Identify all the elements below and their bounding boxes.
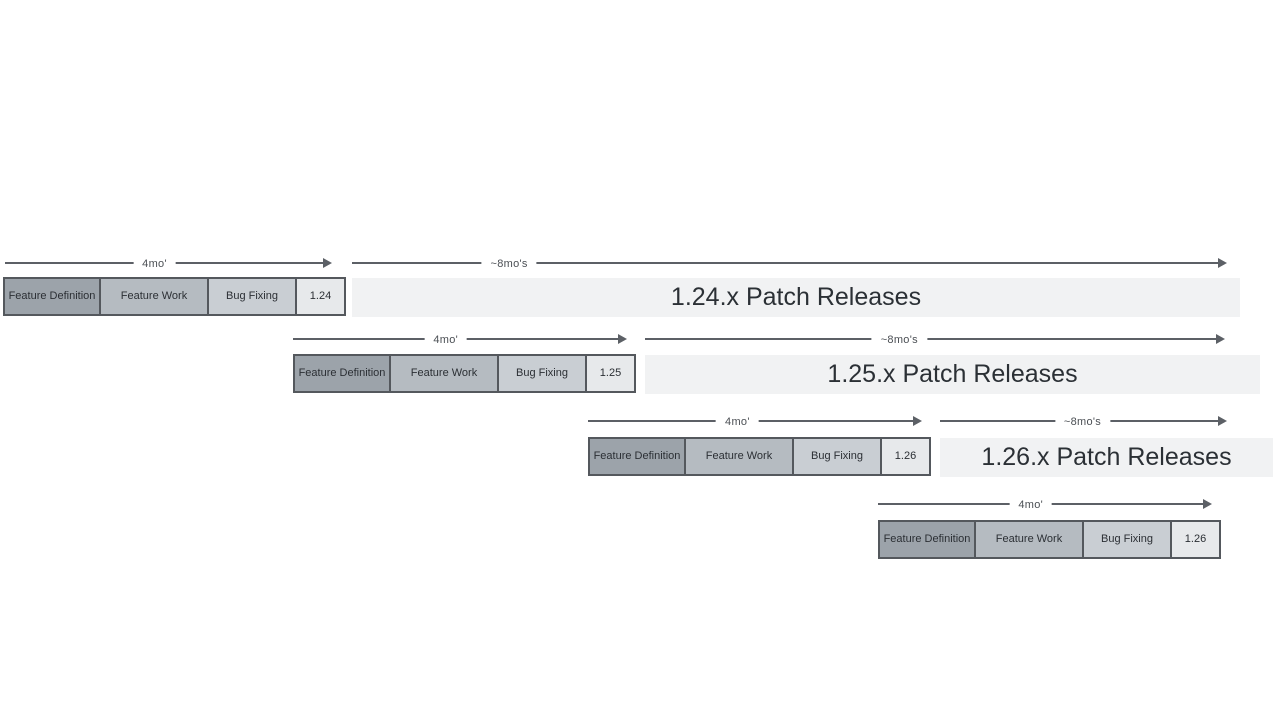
arrow-head-icon bbox=[1218, 416, 1227, 426]
arrow-head-icon bbox=[913, 416, 922, 426]
phase-feature-definition: Feature Definition bbox=[293, 354, 391, 393]
patch-releases-label: 1.25.x Patch Releases bbox=[827, 360, 1078, 388]
phase-feature-work: Feature Work bbox=[684, 437, 794, 476]
duration-label: 4mo' bbox=[424, 334, 468, 346]
version-box: 1.26 bbox=[1170, 520, 1221, 559]
phase-bug-fixing: Bug Fixing bbox=[207, 277, 297, 316]
release-cycle-row-1.24: Feature Definition Feature Work Bug Fixi… bbox=[3, 277, 346, 316]
patch-releases-bar-1.25: 1.25.x Patch Releases bbox=[645, 355, 1260, 394]
feature-duration-arrow-next: 4mo' bbox=[878, 497, 1212, 513]
duration-label: 4mo' bbox=[1009, 499, 1053, 511]
phase-feature-definition: Feature Definition bbox=[3, 277, 101, 316]
version-box: 1.26 bbox=[880, 437, 931, 476]
feature-duration-arrow-1.24: 4mo' bbox=[5, 256, 332, 272]
arrow-head-icon bbox=[618, 334, 627, 344]
phase-bug-fixing: Bug Fixing bbox=[497, 354, 587, 393]
version-box: 1.24 bbox=[295, 277, 346, 316]
arrow-head-icon bbox=[1216, 334, 1225, 344]
duration-label: 4mo' bbox=[716, 416, 759, 428]
phase-feature-work: Feature Work bbox=[99, 277, 209, 316]
duration-label: ~8mo's bbox=[871, 334, 927, 346]
phase-feature-work: Feature Work bbox=[974, 520, 1084, 559]
duration-label: ~8mo's bbox=[1054, 416, 1111, 428]
feature-duration-arrow-1.26: 4mo' bbox=[588, 414, 922, 430]
patch-releases-bar-1.24: 1.24.x Patch Releases bbox=[352, 278, 1240, 317]
arrow-head-icon bbox=[1203, 499, 1212, 509]
phase-feature-definition: Feature Definition bbox=[588, 437, 686, 476]
release-cycle-row-next: Feature Definition Feature Work Bug Fixi… bbox=[878, 520, 1221, 559]
patch-duration-arrow-1.26: ~8mo's bbox=[940, 414, 1227, 430]
patch-duration-arrow-1.24: ~8mo's bbox=[352, 256, 1227, 272]
release-cycle-row-1.26: Feature Definition Feature Work Bug Fixi… bbox=[588, 437, 931, 476]
arrow-line bbox=[352, 262, 1223, 264]
version-box: 1.25 bbox=[585, 354, 636, 393]
release-cycle-row-1.25: Feature Definition Feature Work Bug Fixi… bbox=[293, 354, 636, 393]
phase-feature-definition: Feature Definition bbox=[878, 520, 976, 559]
feature-duration-arrow-1.25: 4mo' bbox=[293, 332, 627, 348]
arrow-head-icon bbox=[1218, 258, 1227, 268]
patch-releases-label: 1.24.x Patch Releases bbox=[670, 283, 922, 311]
duration-label: 4mo' bbox=[133, 258, 176, 270]
patch-releases-label: 1.26.x Patch Releases bbox=[981, 443, 1232, 471]
phase-bug-fixing: Bug Fixing bbox=[792, 437, 882, 476]
patch-duration-arrow-1.25: ~8mo's bbox=[645, 332, 1225, 348]
patch-releases-bar-1.26: 1.26.x Patch Releases bbox=[940, 438, 1273, 477]
duration-label: ~8mo's bbox=[481, 258, 537, 270]
arrow-line bbox=[645, 338, 1221, 340]
arrow-head-icon bbox=[323, 258, 332, 268]
phase-feature-work: Feature Work bbox=[389, 354, 499, 393]
phase-bug-fixing: Bug Fixing bbox=[1082, 520, 1172, 559]
